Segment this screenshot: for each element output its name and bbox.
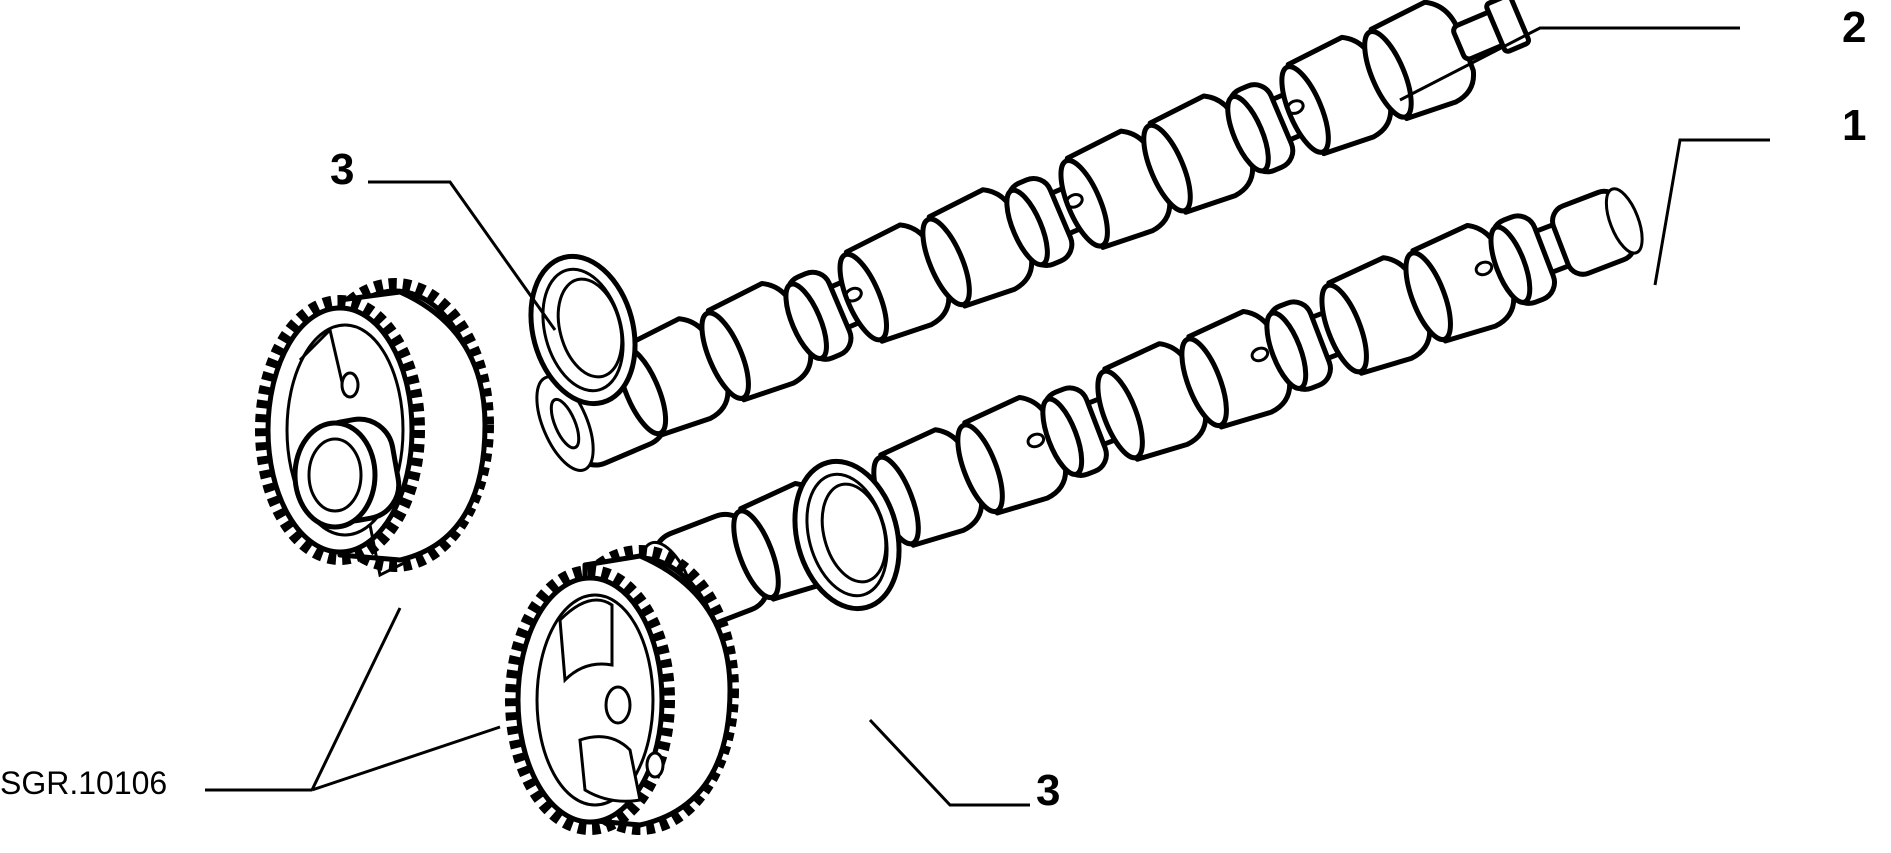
callout-3-lower: 3 xyxy=(1036,766,1060,815)
callout-1: 1 xyxy=(1842,101,1866,150)
seal-lower xyxy=(792,458,902,612)
seal-upper xyxy=(528,253,638,407)
callout-2: 2 xyxy=(1842,3,1866,52)
leader-lines xyxy=(205,26,1770,807)
camshaft-upper xyxy=(535,0,1531,472)
timing-pulley-lower xyxy=(505,545,739,835)
camshaft-lower xyxy=(639,187,1644,635)
callout-3-upper: 3 xyxy=(330,145,354,194)
timing-pulley-upper xyxy=(255,278,494,578)
reference-code: SGR.10106 xyxy=(0,765,167,801)
